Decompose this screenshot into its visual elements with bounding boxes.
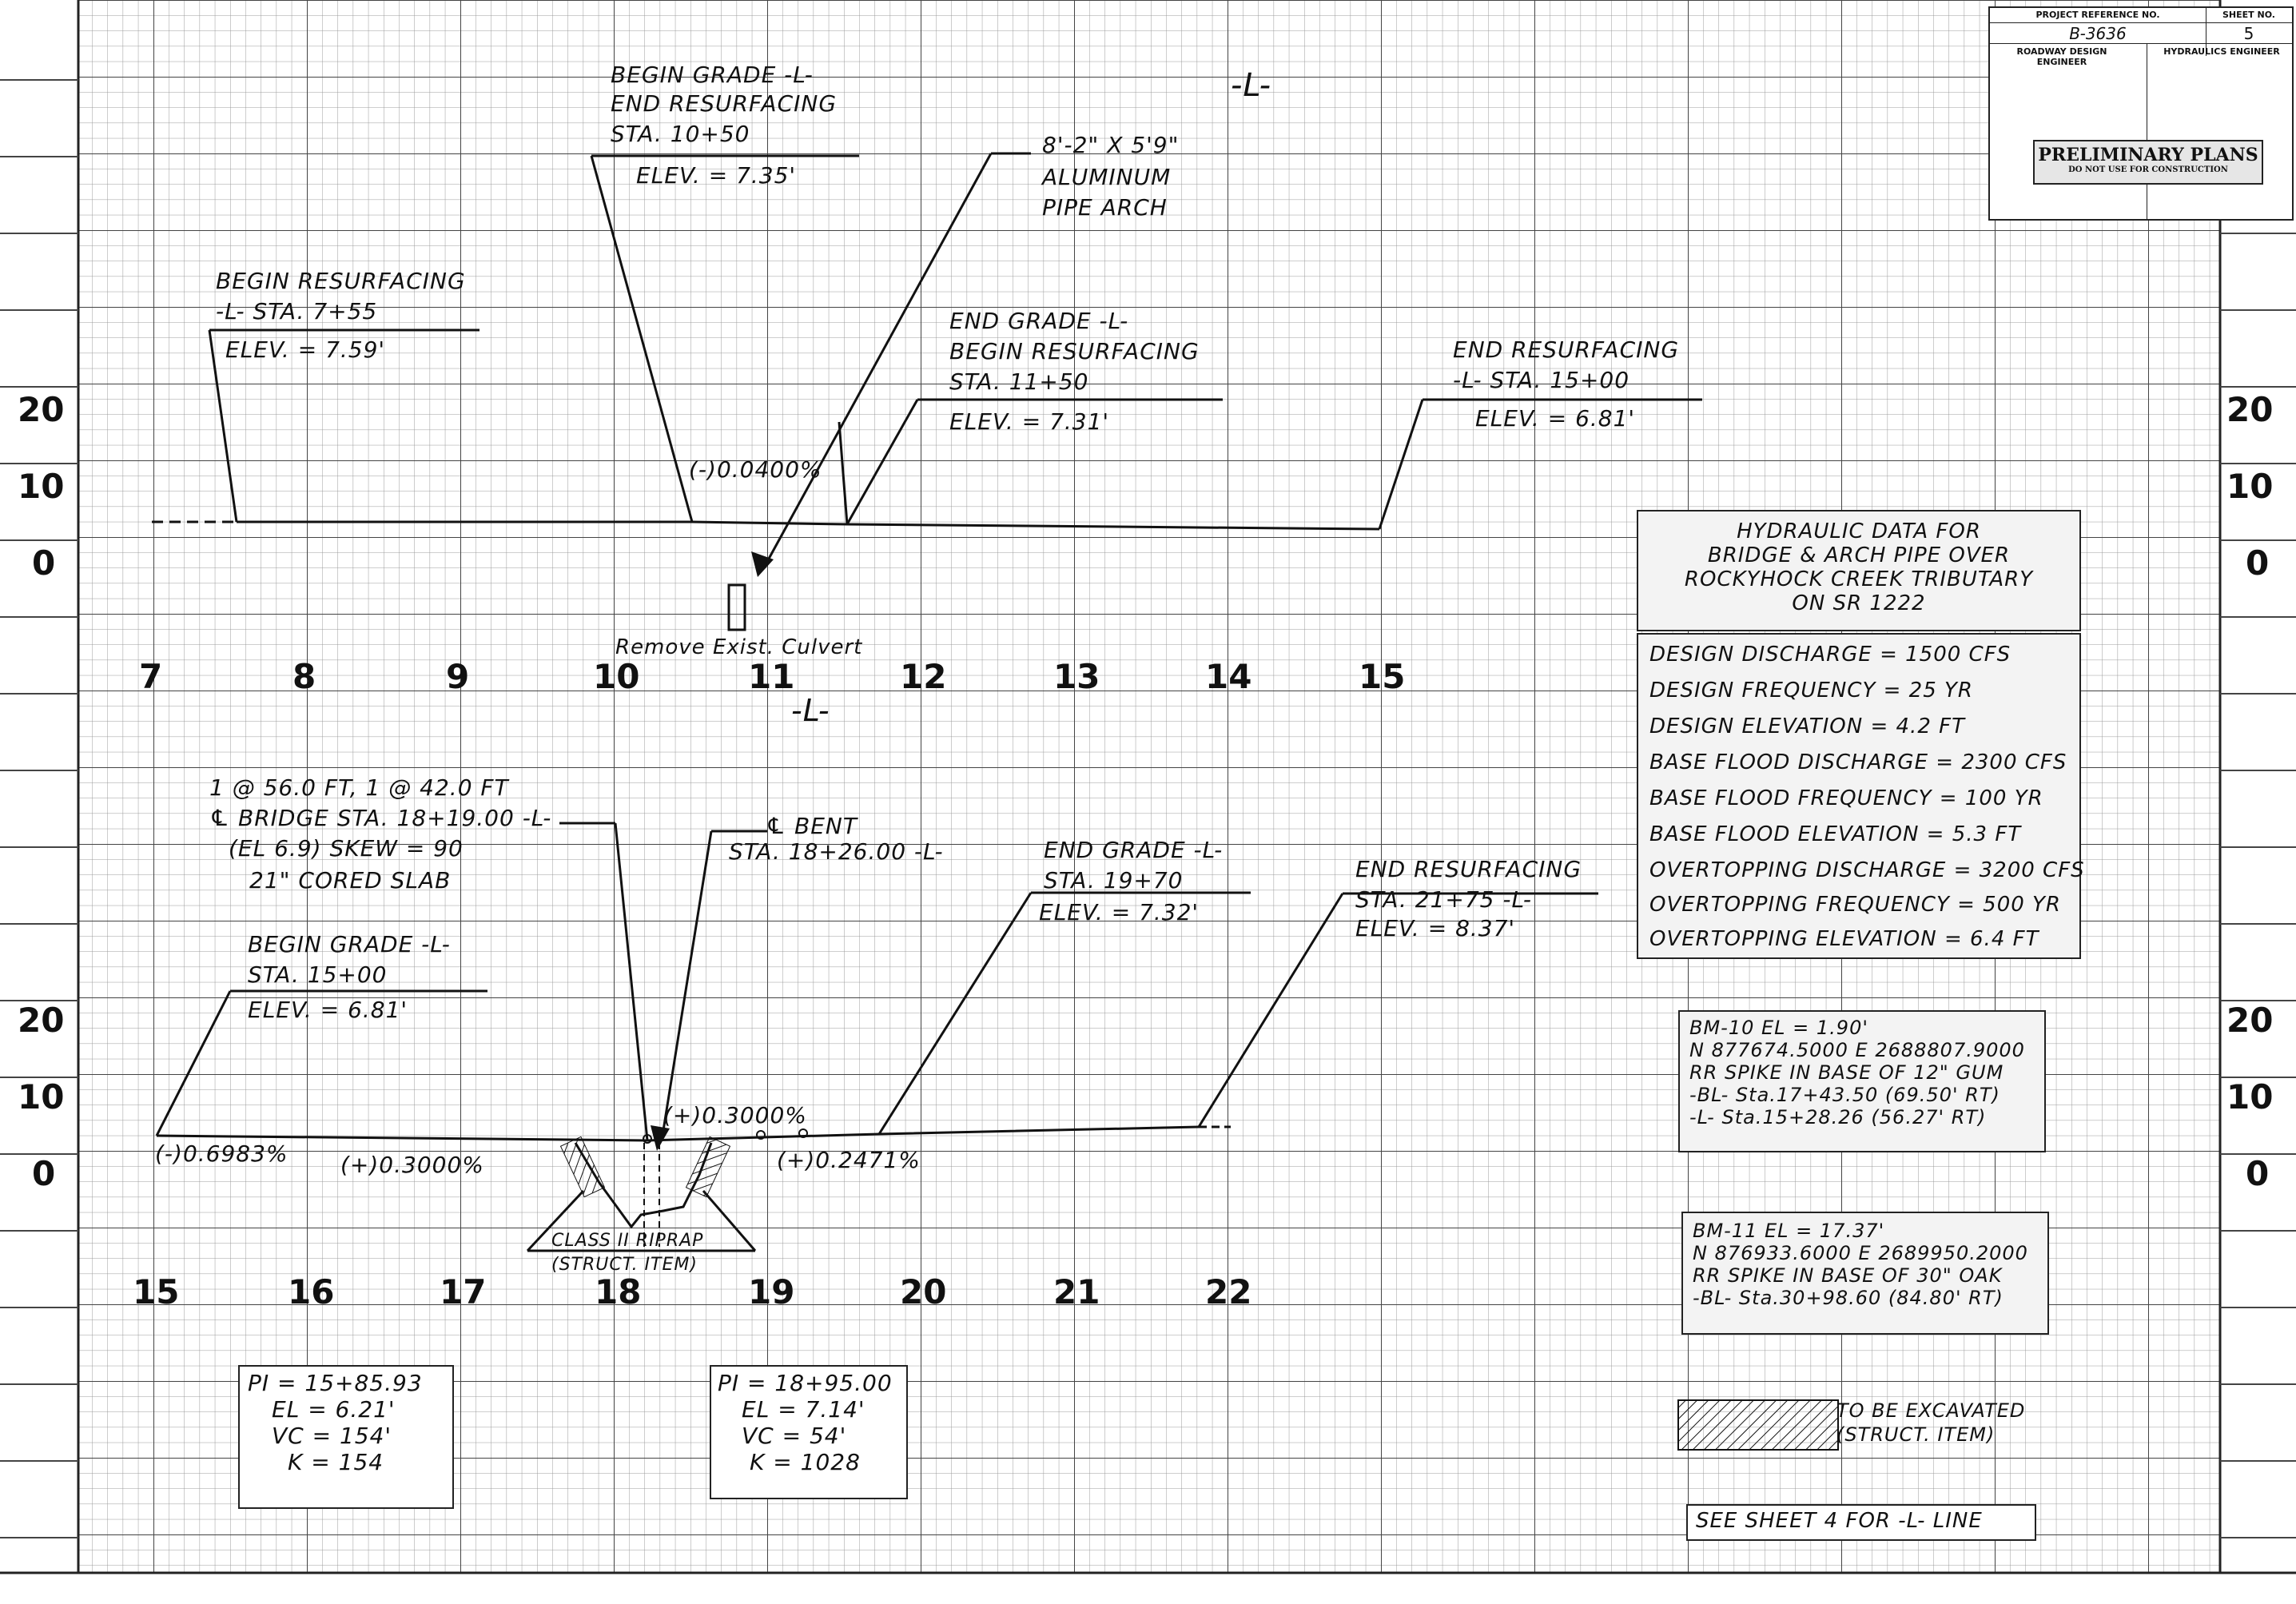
pi-box-1: PI = 15+85.93 EL = 6.21' VC = 154' K = 1… <box>238 1365 454 1509</box>
sheet-no-label: SHEET NO. <box>2222 10 2275 20</box>
top-station-9: 9 <box>446 657 470 696</box>
bottom-slope-4: (+)0.2471% <box>777 1147 921 1173</box>
legend-hatch-swatch <box>1677 1399 1839 1451</box>
top-station-15: 15 <box>1359 657 1406 696</box>
bottom-station-15: 15 <box>133 1272 180 1311</box>
preliminary-stamp: PRELIMINARY PLANS DO NOT USE FOR CONSTRU… <box>2033 140 2263 185</box>
prelim-sub: DO NOT USE FOR CONSTRUCTION <box>2068 165 2228 174</box>
bottom-axis-y-0-right: 0 <box>2246 1154 2270 1193</box>
bent-arrow <box>651 1125 670 1151</box>
legend-label-2: (STRUCT. ITEM) <box>1836 1423 1996 1446</box>
title-block: PROJECT REFERENCE NO. SHEET NO. B-3636 5… <box>1988 6 2294 221</box>
hydraulic-data-box: DESIGN DISCHARGE = 1500 CFS DESIGN FREQU… <box>1637 633 2084 959</box>
top-axis-y-0-right: 0 <box>2246 543 2270 583</box>
top-station-10: 10 <box>593 657 640 696</box>
riprap-right <box>685 1136 731 1198</box>
top-slope-label: (-)0.0400% <box>689 456 822 483</box>
riprap-left <box>559 1136 606 1198</box>
existing-culvert <box>727 583 746 631</box>
top-station-12: 12 <box>900 657 947 696</box>
bottom-axis-y-20-left: 20 <box>18 1001 65 1040</box>
bottom-station-22: 22 <box>1205 1272 1252 1311</box>
bottom-slope-3: (+)0.3000% <box>663 1102 807 1128</box>
top-station-14: 14 <box>1205 657 1252 696</box>
line-label-top: -L- <box>1231 67 1272 104</box>
line-label-mid: -L- <box>791 693 830 728</box>
project-ref: B-3636 <box>2069 24 2127 43</box>
sheet-no: 5 <box>2243 24 2254 43</box>
bottom-station-16: 16 <box>288 1272 335 1311</box>
bottom-station-21: 21 <box>1053 1272 1100 1311</box>
pi-box-2: PI = 18+95.00 EL = 7.14' VC = 54' K = 10… <box>710 1365 908 1499</box>
bottom-slope-2: (+)0.3000% <box>340 1152 484 1178</box>
top-station-13: 13 <box>1053 657 1100 696</box>
see-sheet-box: SEE SHEET 4 FOR -L- LINE <box>1686 1504 2036 1541</box>
bottom-station-18: 18 <box>595 1272 642 1311</box>
legend-label-1: TO BE EXCAVATED <box>1836 1399 2026 1422</box>
top-station-11: 11 <box>748 657 795 696</box>
remove-culvert-label: Remove Exist. Culvert <box>615 635 863 659</box>
bottom-axis-y-20-right: 20 <box>2226 1001 2274 1040</box>
bottom-axis-y-0-left: 0 <box>32 1154 56 1193</box>
top-station-7: 7 <box>139 657 163 696</box>
top-axis-y-20-left: 20 <box>18 390 65 429</box>
bottom-axis-y-10-right: 10 <box>2226 1077 2274 1116</box>
bottom-axis-y-10-left: 10 <box>18 1077 65 1116</box>
top-station-8: 8 <box>292 657 316 696</box>
top-axis-y-10-right: 10 <box>2226 467 2274 506</box>
project-ref-label: PROJECT REFERENCE NO. <box>2035 10 2160 20</box>
bm11-box: BM-11 EL = 17.37' N 876933.6000 E 268995… <box>1681 1212 2049 1335</box>
top-axis-y-20-right: 20 <box>2226 390 2274 429</box>
top-axis-y-10-left: 10 <box>18 467 65 506</box>
bottom-station-19: 19 <box>748 1272 795 1311</box>
bottom-station-20: 20 <box>900 1272 947 1311</box>
prelim-title: PRELIMINARY PLANS <box>2038 145 2258 165</box>
hydraulic-title-box: HYDRAULIC DATA FOR BRIDGE & ARCH PIPE OV… <box>1637 510 2081 631</box>
bottom-station-17: 17 <box>440 1272 487 1311</box>
top-grade-line <box>152 152 1702 568</box>
bm10-box: BM-10 EL = 1.90' N 877674.5000 E 2688807… <box>1678 1010 2046 1152</box>
pipe-arrow <box>751 551 774 577</box>
top-axis-y-0-left: 0 <box>32 543 56 583</box>
hydraulics-label: HYDRAULICS ENGINEER <box>2163 46 2280 57</box>
bottom-slope-1: (-)0.6983% <box>155 1140 288 1167</box>
roadway-label: ROADWAY DESIGN ENGINEER <box>2016 46 2107 67</box>
